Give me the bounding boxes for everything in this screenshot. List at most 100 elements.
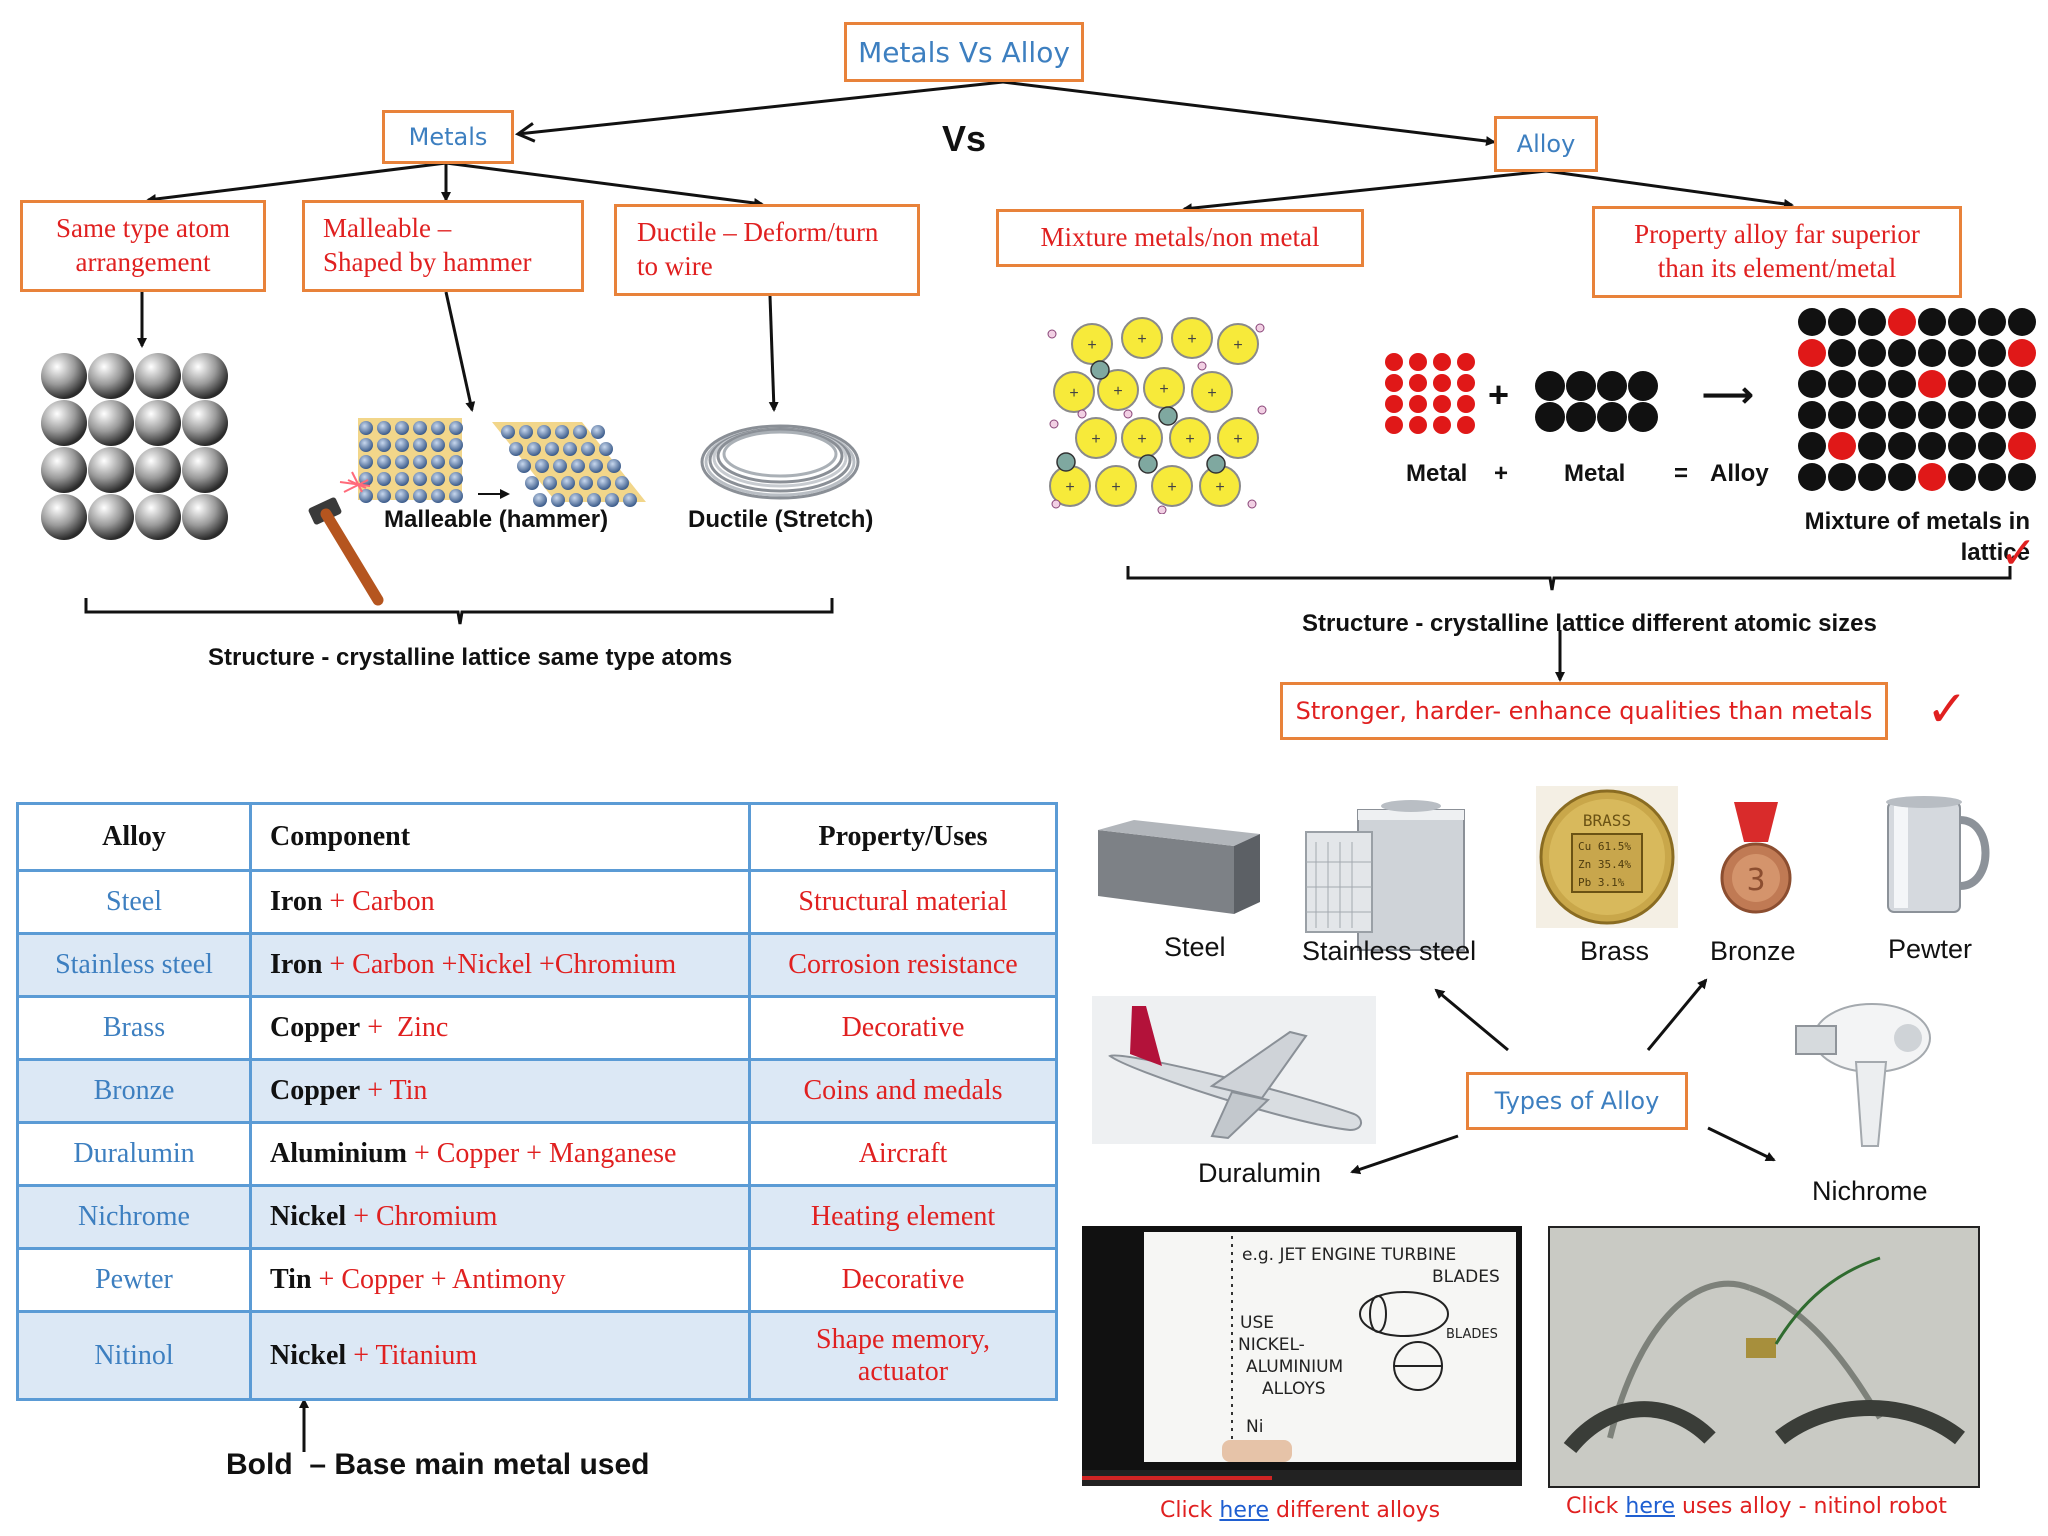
metal-ion [431, 489, 445, 503]
metal-prop-malleable: Malleable – Shaped by hammer [302, 200, 584, 292]
alloy-name-cell: Stainless steel [16, 932, 252, 998]
host-atom [1858, 401, 1886, 429]
metal-ion [413, 489, 427, 503]
red-atom [1457, 416, 1475, 434]
host-atom [1828, 401, 1856, 429]
host-atom [1978, 308, 2006, 336]
host-atom [1858, 463, 1886, 491]
substituted-atom [1798, 339, 1826, 367]
metal-prop-same-atom: Same type atom arrangement [20, 200, 266, 292]
eq-plus-1: + [1488, 374, 1510, 415]
here-link-alloys[interactable]: here [1219, 1498, 1269, 1523]
black-atom [1628, 371, 1658, 401]
tiny-atom [1049, 419, 1059, 429]
metal-ion [607, 459, 621, 473]
hammer-icon [308, 471, 384, 606]
tiny-atom [1123, 409, 1133, 419]
large-atom [1097, 369, 1139, 411]
large-atom [1151, 465, 1193, 507]
metals-structure-label: Structure - crystalline lattice same typ… [208, 644, 733, 671]
metals-box: Metals [382, 110, 514, 164]
here-link-nitinol[interactable]: here [1625, 1494, 1675, 1519]
type-pewter: Pewter [1888, 934, 1973, 964]
metal-ion [449, 455, 463, 469]
red-atom [1457, 395, 1475, 413]
nitinol-robot-frame [1550, 1228, 1978, 1486]
same-atom-lattice-illustration [41, 353, 228, 540]
metal-atom [135, 494, 181, 540]
component-cell: Aluminium + Copper + Manganese [249, 1121, 751, 1187]
video-thumbnail-alloys[interactable]: e.g. JET ENGINE TURBINE BLADES USE NICKE… [1082, 1226, 1522, 1486]
metal-prop-ductile: Ductile – Deform/turn to wire [614, 204, 920, 296]
tiny-atom [1257, 405, 1267, 415]
metal-ion [525, 476, 539, 490]
host-atom [1828, 463, 1856, 491]
other-components: + Titanium [353, 1339, 478, 1371]
host-atom [2008, 370, 2036, 398]
property-cell: Decorative [748, 995, 1058, 1061]
metal-ion [359, 438, 373, 452]
red-atom [1457, 353, 1475, 371]
red-atom [1433, 416, 1451, 434]
host-atom [1978, 432, 2006, 460]
small-atom [1090, 360, 1110, 380]
black-atom [1566, 402, 1596, 432]
metal-red-dots [1385, 353, 1475, 434]
metal-ion [517, 459, 531, 473]
red-atom [1457, 374, 1475, 392]
host-atom [1798, 370, 1826, 398]
host-atom [1828, 339, 1856, 367]
eq-alloy: Alloy [1710, 460, 1769, 487]
red-atom [1409, 374, 1427, 392]
component-cell: Copper + Zinc [249, 995, 751, 1061]
metal-ion [571, 459, 585, 473]
metal-ion [591, 425, 605, 439]
header-property: Property/Uses [748, 802, 1058, 872]
types-of-alloy-label: Types of Alloy [1494, 1087, 1660, 1115]
atom-charge: + [1185, 431, 1194, 448]
alloy-name-cell: Brass [16, 995, 252, 1061]
alloy-prop-1: Property alloy far superior than its ele… [1634, 219, 1920, 283]
metal-ion [563, 442, 577, 456]
large-atom [1217, 417, 1259, 459]
metal-ion [535, 459, 549, 473]
metal-atom [182, 494, 228, 540]
mixture-caption: Mixture of metals in lattice [1804, 508, 2030, 567]
eq-metal-2: Metal [1564, 460, 1626, 487]
vs-label: Vs [942, 118, 987, 159]
atom-charge: + [1187, 331, 1196, 348]
component-cell: Tin + Copper + Antimony [249, 1247, 751, 1313]
red-atom [1433, 395, 1451, 413]
metal-ion [569, 493, 583, 507]
brass-coin-title: BRASS [1583, 811, 1631, 830]
metal-ion [597, 476, 611, 490]
metal-ion [377, 489, 391, 503]
metal-ion [377, 472, 391, 486]
wb-line-4: ALUMINIUM [1246, 1357, 1343, 1377]
component-cell: Iron + Carbon +Nickel +Chromium [249, 932, 751, 998]
atom-charge: + [1207, 385, 1216, 402]
large-atom [1095, 465, 1137, 507]
base-metal: Copper [270, 1075, 361, 1106]
atom-charge: + [1137, 331, 1146, 348]
host-atom [1918, 401, 1946, 429]
metal-ion [545, 442, 559, 456]
stainless-pot-image [1305, 800, 1465, 951]
alloy-name-cell: Duralumin [16, 1121, 252, 1187]
host-atom [1978, 401, 2006, 429]
other-components: + Carbon [329, 886, 435, 917]
other-components: + Copper + Antimony [318, 1264, 566, 1295]
tiny-atom [1051, 499, 1061, 509]
metal-atom [88, 447, 134, 493]
substituted-atom [1888, 308, 1916, 336]
host-atom [1918, 308, 1946, 336]
type-brass: Brass [1580, 936, 1650, 966]
metal-black-dots [1535, 371, 1658, 432]
header-alloy: Alloy [16, 802, 252, 872]
metal-atom [88, 400, 134, 446]
metal-ion [395, 438, 409, 452]
wb-line-6: Ni [1246, 1417, 1263, 1437]
video-thumbnail-nitinol[interactable] [1548, 1226, 1980, 1488]
